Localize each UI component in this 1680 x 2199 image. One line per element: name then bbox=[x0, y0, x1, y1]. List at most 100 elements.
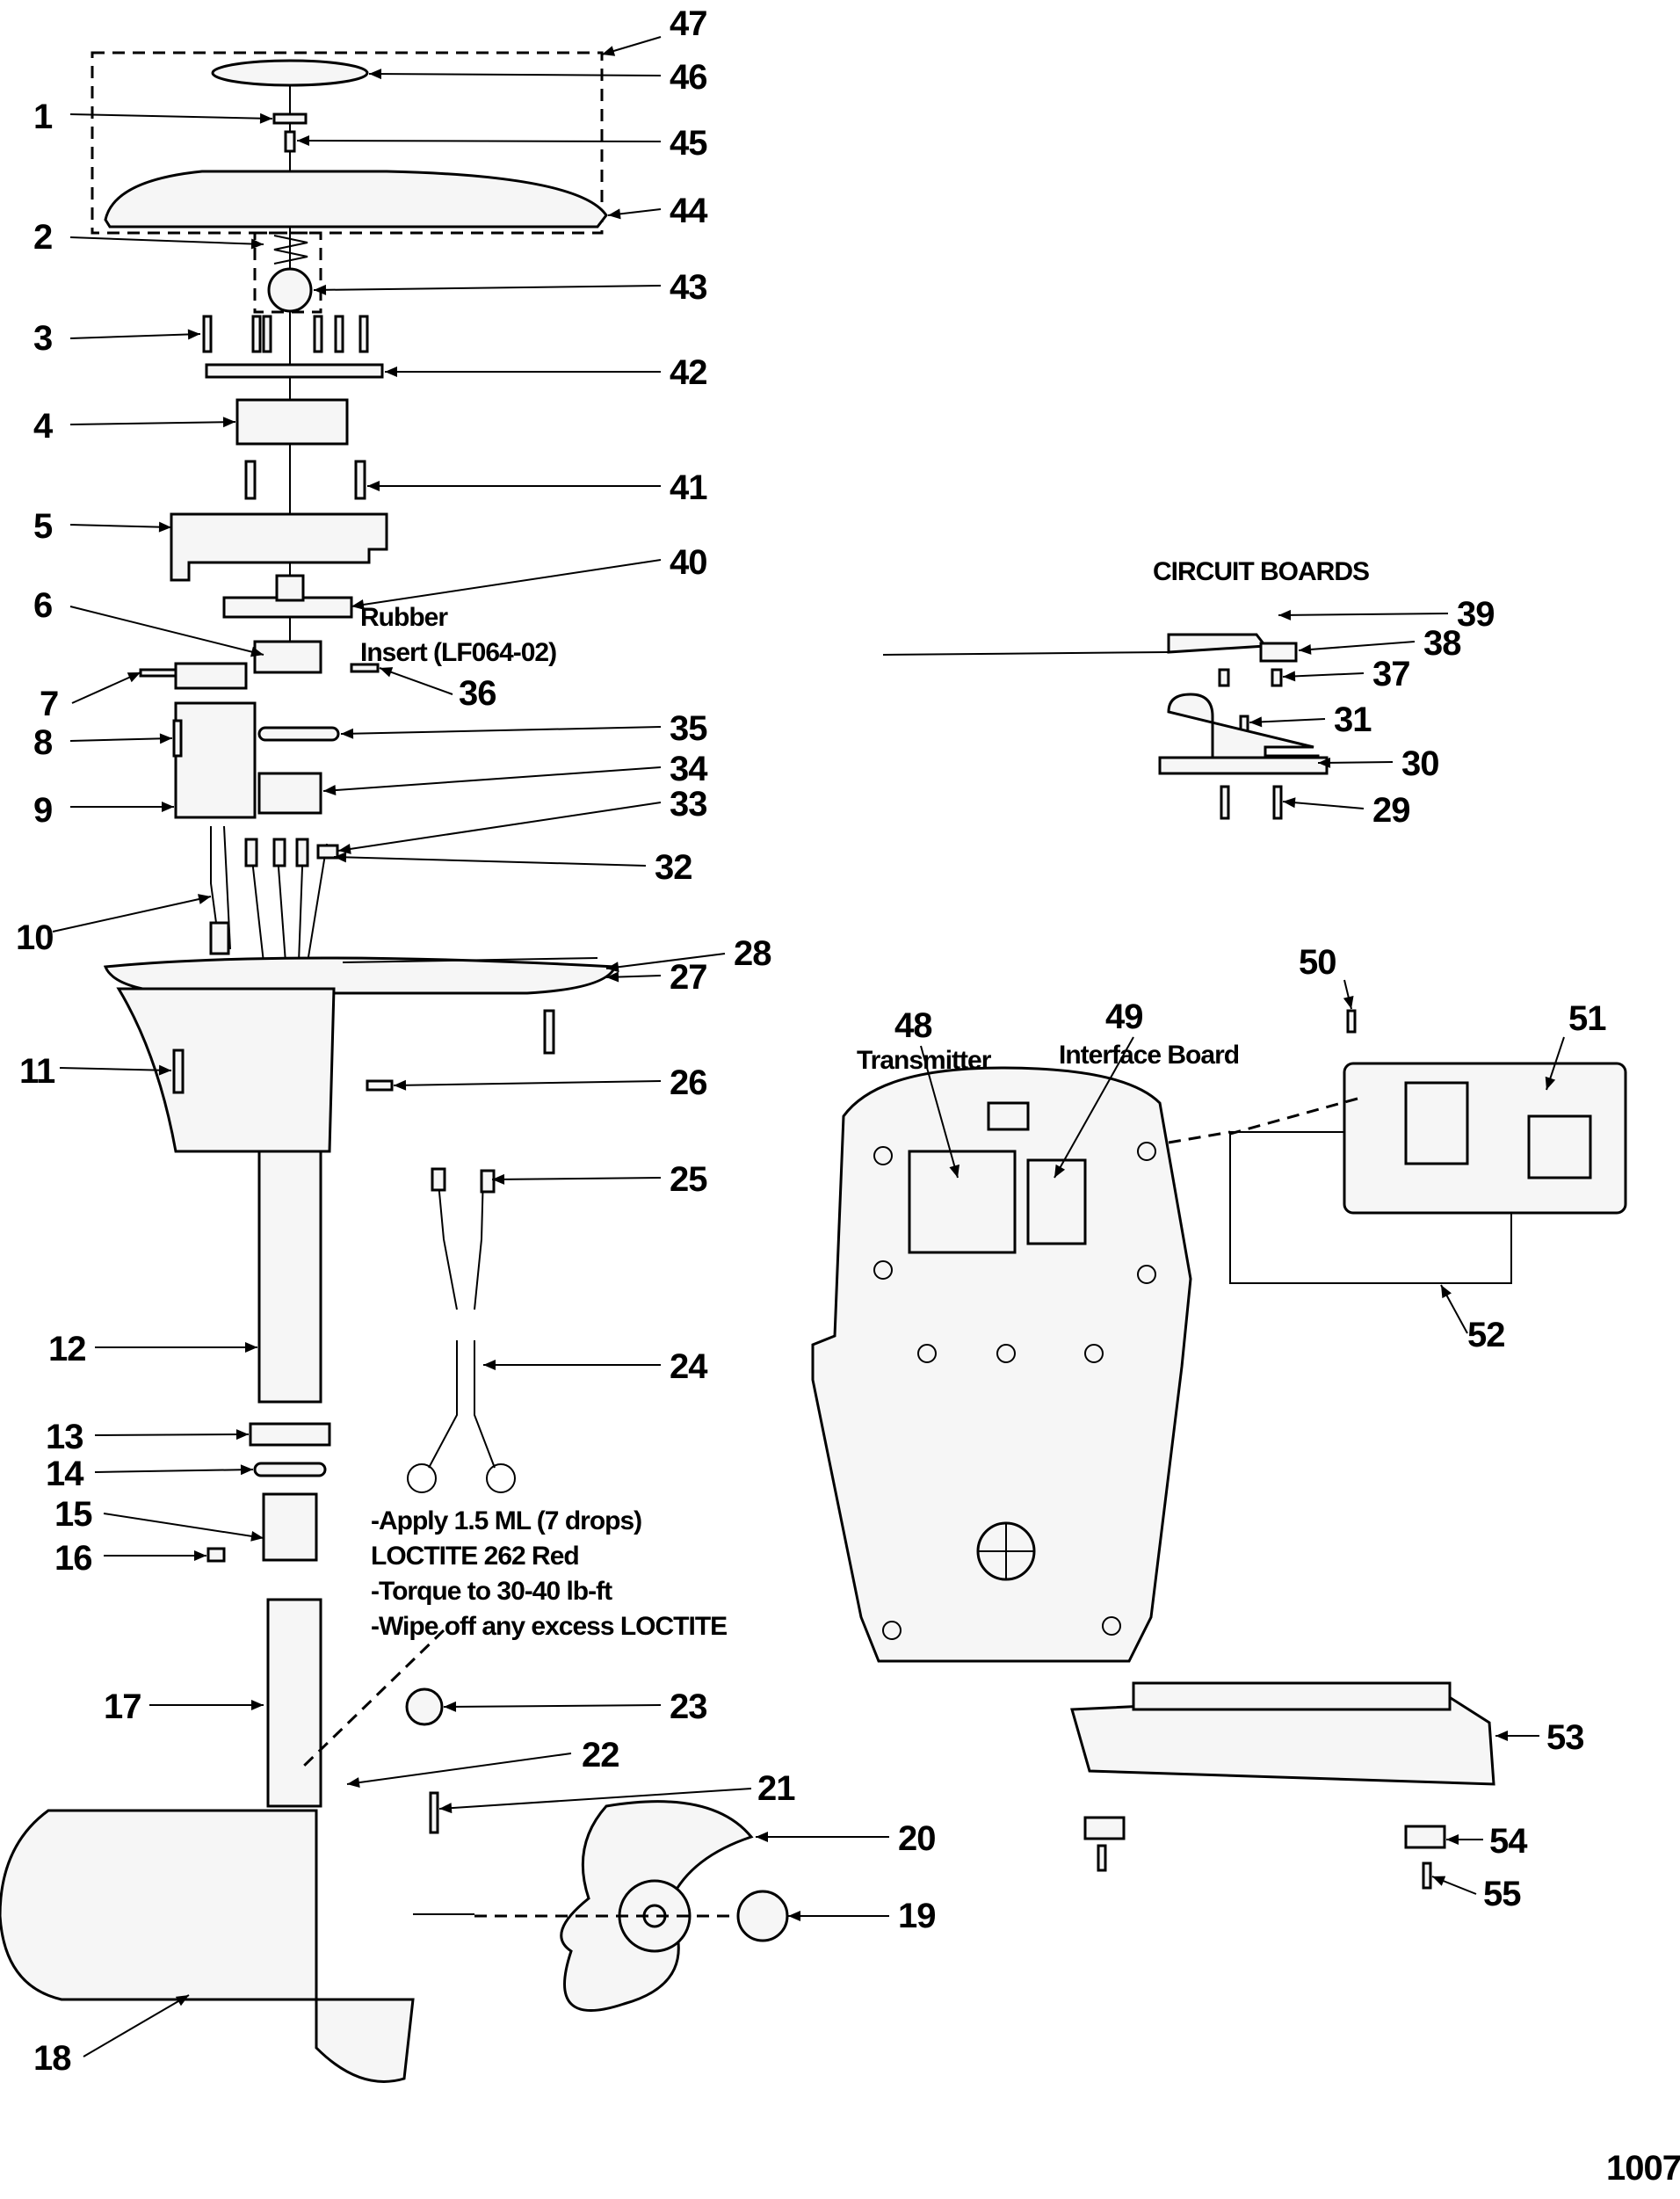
leader-arrowhead bbox=[334, 852, 347, 863]
part-labels: Rubber Insert (LF064-02) CIRCUIT BOARDS … bbox=[360, 557, 1370, 1075]
callout-5: 5 bbox=[33, 507, 53, 546]
circuit-boards-drawing bbox=[882, 633, 1329, 820]
leader-arrowhead bbox=[1495, 1731, 1508, 1741]
leader-arrowhead bbox=[949, 1164, 960, 1178]
part-17-lower-shaft bbox=[266, 1598, 322, 1808]
transmitter-label: Transmitter bbox=[857, 1046, 992, 1075]
callout-50: 50 bbox=[1299, 943, 1336, 982]
callout-2: 2 bbox=[33, 218, 52, 257]
part-43-gear bbox=[267, 267, 313, 313]
callout-52: 52 bbox=[1467, 1316, 1505, 1354]
leader-arrowhead bbox=[198, 894, 211, 904]
leader-arrowhead bbox=[439, 1803, 453, 1814]
part-3-screws bbox=[202, 315, 369, 353]
callout-26: 26 bbox=[670, 1063, 707, 1102]
callout-44: 44 bbox=[670, 192, 708, 230]
callout-43: 43 bbox=[670, 268, 707, 307]
leader-arrowhead bbox=[240, 1464, 253, 1476]
leader-arrowhead bbox=[788, 1911, 800, 1921]
circuit-boards-heading: CIRCUIT BOARDS bbox=[1153, 557, 1369, 586]
callout-10: 10 bbox=[16, 918, 54, 957]
callout-37: 37 bbox=[1372, 655, 1410, 693]
callout-36: 36 bbox=[459, 674, 496, 713]
leader-arrowhead bbox=[1343, 995, 1354, 1009]
note-line-1: -Apply 1.5 ML (7 drops) bbox=[371, 1506, 641, 1535]
leader-arrowhead bbox=[1054, 1164, 1066, 1178]
leader-line bbox=[438, 1788, 752, 1810]
leader-arrowhead bbox=[187, 329, 200, 340]
callout-32: 32 bbox=[655, 848, 692, 887]
part-1-nut bbox=[272, 112, 308, 125]
callout-13: 13 bbox=[46, 1418, 83, 1456]
foot-pedal-drawing bbox=[811, 1009, 1627, 1663]
leader-line bbox=[351, 559, 662, 607]
leader-arrowhead bbox=[175, 1995, 189, 2007]
leader-arrowhead bbox=[338, 843, 351, 854]
part-44-cover bbox=[104, 170, 608, 229]
leader-line bbox=[103, 1513, 264, 1539]
leader-line bbox=[69, 737, 173, 742]
callout-55: 55 bbox=[1483, 1875, 1521, 1913]
leader-line bbox=[379, 667, 453, 695]
callout-16: 16 bbox=[54, 1539, 92, 1578]
leader-arrowhead bbox=[222, 417, 235, 428]
callout-30: 30 bbox=[1401, 744, 1439, 783]
leader-arrowhead bbox=[1278, 609, 1292, 621]
callout-34: 34 bbox=[670, 750, 708, 788]
leader-arrowhead bbox=[235, 1429, 249, 1441]
leader-line bbox=[443, 1704, 662, 1708]
callout-45: 45 bbox=[670, 124, 707, 163]
part-4-potentiometer bbox=[235, 398, 349, 446]
interface-board-label: Interface Board bbox=[1059, 1041, 1239, 1070]
leader-line bbox=[368, 73, 662, 76]
callout-17: 17 bbox=[104, 1687, 141, 1726]
callout-7: 7 bbox=[40, 685, 58, 723]
callout-42: 42 bbox=[670, 353, 707, 392]
leader-arrowhead bbox=[1432, 1876, 1446, 1886]
leader-arrowhead bbox=[259, 112, 272, 124]
callout-22: 22 bbox=[582, 1736, 619, 1774]
part-54-bumpers bbox=[1083, 1816, 1126, 1840]
leader-arrowhead bbox=[1283, 671, 1296, 682]
callout-38: 38 bbox=[1423, 624, 1461, 663]
part-7-switch bbox=[174, 662, 248, 690]
leader-arrowhead bbox=[606, 962, 619, 973]
part-46-knob bbox=[211, 59, 369, 87]
leader-line bbox=[346, 1753, 572, 1785]
callout-53: 53 bbox=[1546, 1718, 1584, 1757]
page-number: 1007 bbox=[1606, 2149, 1680, 2188]
callout-54: 54 bbox=[1489, 1822, 1528, 1861]
leader-line bbox=[94, 1433, 250, 1436]
part-41-screws bbox=[244, 460, 366, 500]
callout-49: 49 bbox=[1105, 998, 1143, 1036]
callout-33: 33 bbox=[670, 785, 707, 824]
callout-40: 40 bbox=[670, 543, 707, 582]
leader-lines bbox=[52, 36, 1565, 2057]
callout-29: 29 bbox=[1372, 791, 1410, 830]
leader-line bbox=[94, 1469, 254, 1473]
leader-arrowhead bbox=[158, 521, 171, 533]
callout-41: 41 bbox=[670, 468, 707, 507]
part-23-washer bbox=[405, 1687, 444, 1726]
callout-35: 35 bbox=[670, 709, 707, 748]
spring-group-dashed-box bbox=[253, 231, 322, 314]
part-9-motor bbox=[174, 701, 257, 819]
leader-line bbox=[337, 802, 662, 852]
leader-line bbox=[491, 1177, 662, 1180]
callout-14: 14 bbox=[46, 1455, 84, 1493]
leader-arrowhead bbox=[756, 1832, 768, 1842]
callout-9: 9 bbox=[33, 791, 52, 830]
leader-line bbox=[1249, 718, 1326, 723]
leader-line bbox=[69, 524, 172, 528]
part-48-transmitter bbox=[908, 1150, 1017, 1254]
part-50-screw bbox=[1346, 1009, 1357, 1034]
leader-arrowhead bbox=[323, 785, 337, 796]
leader-arrowhead bbox=[606, 971, 619, 983]
leader-arrowhead bbox=[297, 135, 310, 147]
leader-line bbox=[1298, 641, 1416, 651]
leader-line bbox=[69, 333, 201, 339]
part-6-drive bbox=[253, 640, 322, 674]
leader-arrowhead bbox=[492, 1173, 505, 1185]
leader-line bbox=[1282, 672, 1365, 678]
rubber-insert-label-line2: Insert (LF064-02) bbox=[360, 638, 556, 667]
